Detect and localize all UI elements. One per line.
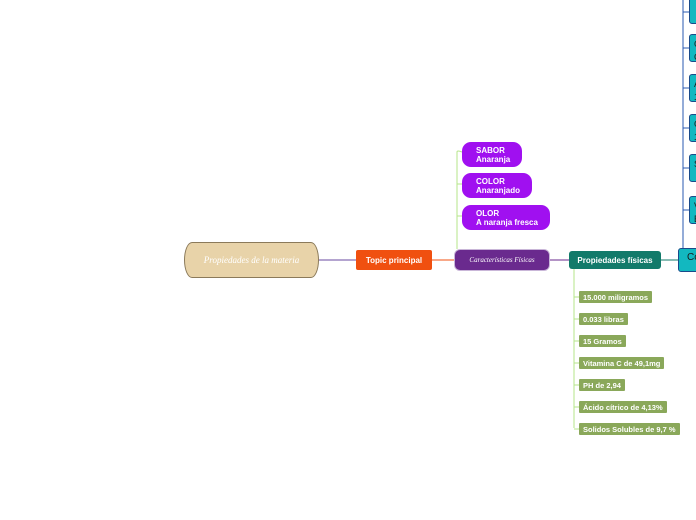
- right-item-node[interactable]: V E: [689, 196, 696, 224]
- organoleptic-value: Anaranjado: [476, 186, 521, 195]
- root-label: Propiedades de la materia: [203, 254, 300, 265]
- physical-item-label: 15 Gramos: [583, 336, 622, 346]
- organoleptic-title: SABOR: [476, 146, 505, 155]
- physical-item-label: 15.000 miligramos: [583, 292, 649, 302]
- right-branch-label: Co: [687, 252, 696, 263]
- right-item-node[interactable]: C C: [689, 34, 696, 62]
- physical-item-node[interactable]: 15 Gramos: [579, 335, 626, 347]
- physical-item-node[interactable]: Vitamina C de 49,1mg: [579, 357, 665, 369]
- organoleptic-title: COLOR: [476, 177, 505, 186]
- organoleptic-node-olor[interactable]: OLOR A naranja fresca: [462, 205, 550, 230]
- right-item-line1: C: [694, 38, 696, 51]
- right-branch-node[interactable]: Co: [678, 248, 696, 272]
- right-item-line2: 1: [694, 131, 696, 141]
- topic-node[interactable]: Topic principal: [356, 250, 432, 270]
- physical-item-node[interactable]: 0.033 libras: [579, 313, 628, 325]
- organoleptic-value: Anaranja: [476, 155, 511, 164]
- right-item-line2: 1: [694, 91, 696, 101]
- right-item-node[interactable]: C 1: [689, 114, 696, 142]
- caracteristicas-node[interactable]: Características Físicas: [454, 249, 550, 271]
- root-node[interactable]: Propiedades de la materia: [184, 242, 319, 278]
- right-item-node[interactable]: [689, 0, 696, 24]
- organoleptic-title: OLOR: [476, 209, 500, 218]
- organoleptic-node-color[interactable]: COLOR Anaranjado: [462, 173, 533, 198]
- right-item-line1: V: [694, 200, 696, 213]
- right-item-line2: C: [694, 51, 696, 61]
- caracteristicas-label: Características Físicas: [469, 255, 535, 264]
- organoleptic-value: A naranja fresca: [476, 218, 538, 227]
- right-item-node[interactable]: S: [689, 154, 696, 182]
- physical-item-node[interactable]: Ácido cítrico de 4,13%: [579, 401, 667, 413]
- physical-item-label: Solidos Solubles de 9,7 %: [583, 424, 676, 434]
- link-right-items: [682, 0, 689, 248]
- propiedades-fisicas-label: Propiedades físicas: [577, 255, 653, 265]
- physical-item-label: 0.033 libras: [583, 314, 624, 324]
- organoleptic-node-sabor[interactable]: SABOR Anaranja: [462, 142, 523, 167]
- physical-item-node[interactable]: 15.000 miligramos: [579, 291, 653, 303]
- physical-item-label: Vitamina C de 49,1mg: [583, 358, 661, 368]
- physical-item-label: Ácido cítrico de 4,13%: [583, 402, 663, 412]
- physical-item-node[interactable]: PH de 2,94: [579, 379, 625, 391]
- link-carac-organoleptic: [456, 150, 463, 249]
- propiedades-fisicas-node[interactable]: Propiedades físicas: [569, 251, 661, 269]
- topic-label: Topic principal: [365, 255, 423, 265]
- physical-item-node[interactable]: Solidos Solubles de 9,7 %: [579, 423, 680, 435]
- right-item-line1: A: [694, 78, 696, 91]
- right-item-line1: S: [694, 158, 696, 171]
- physical-item-label: PH de 2,94: [583, 380, 621, 390]
- link-propf-items: [573, 269, 579, 430]
- right-item-line1: C: [694, 118, 696, 131]
- right-item-line2: E: [694, 213, 696, 223]
- right-item-node[interactable]: A 1: [689, 74, 696, 102]
